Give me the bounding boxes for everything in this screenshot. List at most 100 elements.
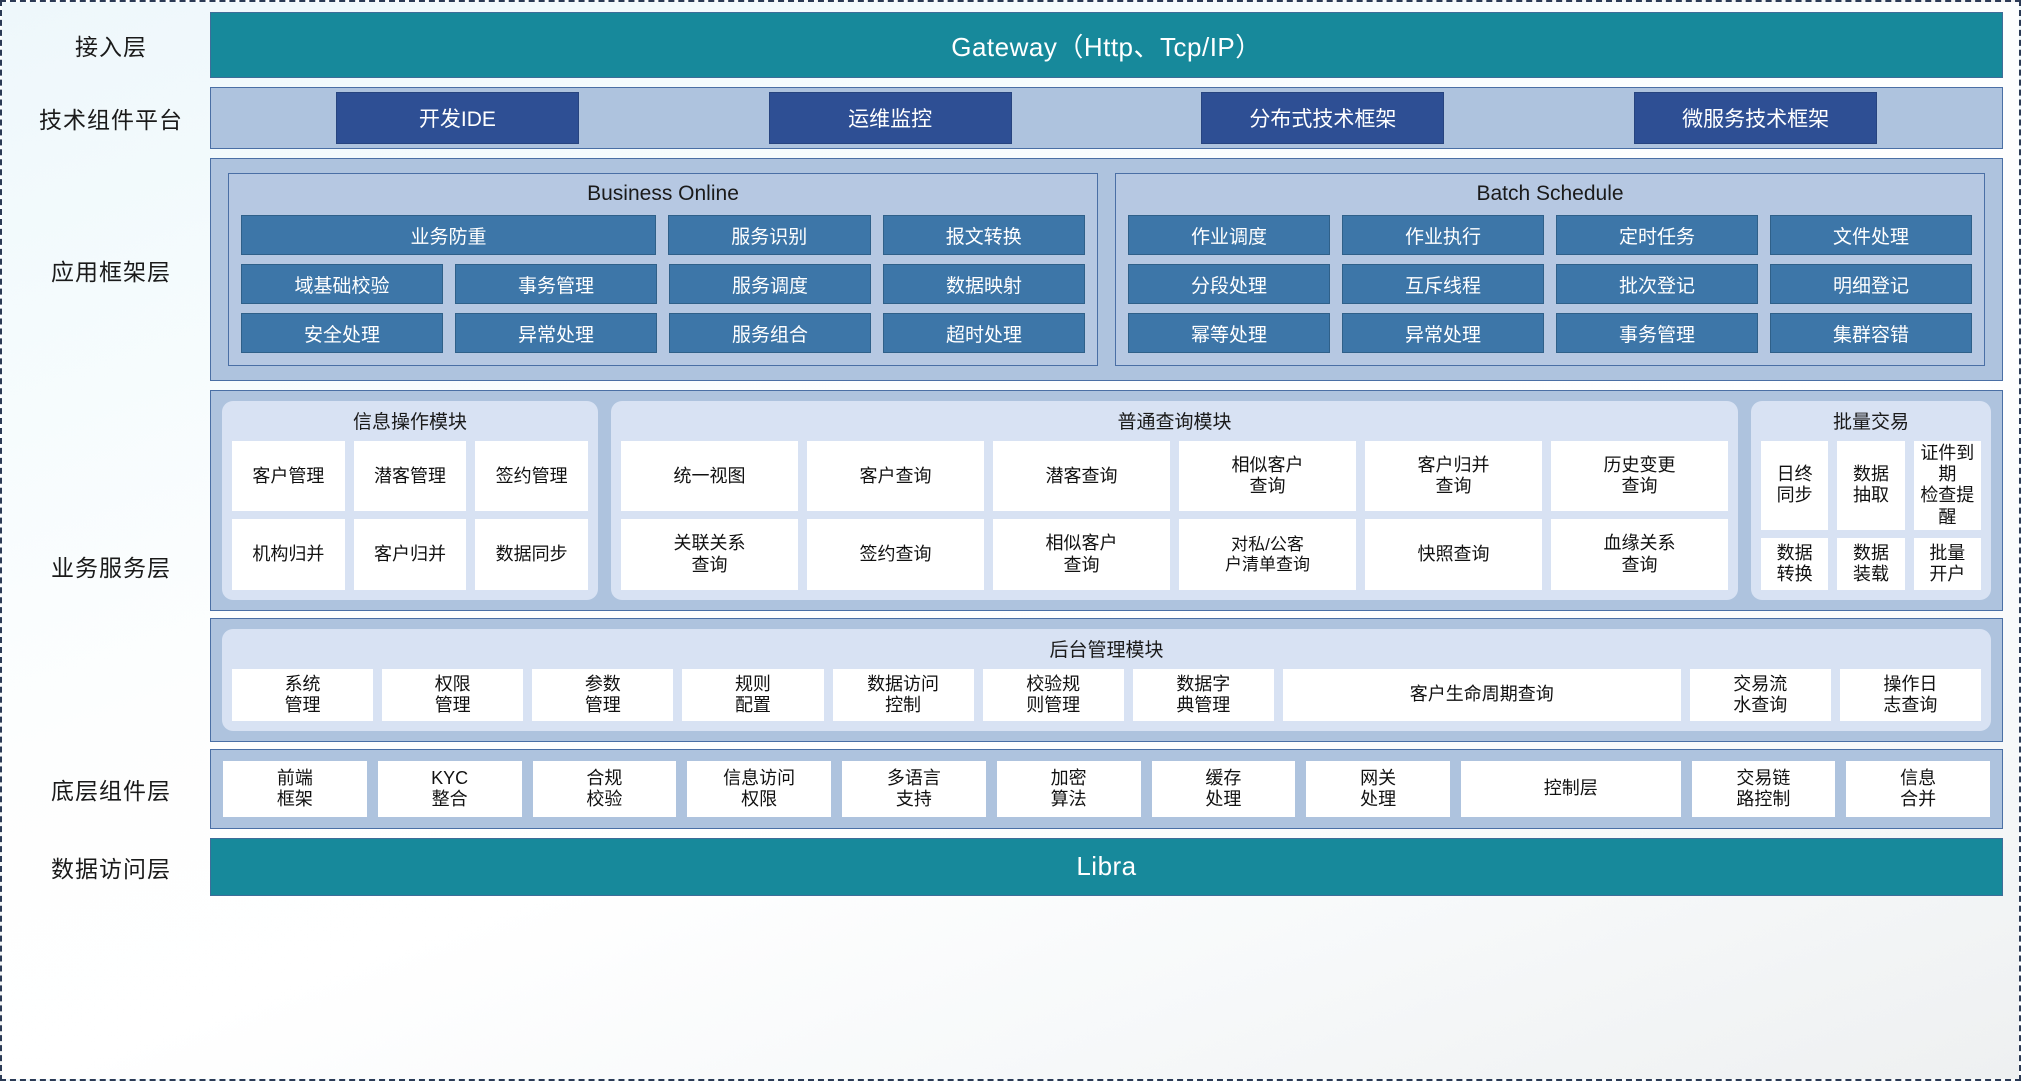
tech-chip-microservice-framework[interactable]: 微服务技术框架 [1634,92,1878,144]
layer-label-tech-platform: 技术组件平台 [39,107,183,133]
module-row: 系统 管理 权限 管理 参数 管理 规则 配置 数据访问 控制 校验规 则管理 … [232,668,1981,721]
layer-label-business-service: 业务服务层 [51,554,171,581]
fw-chip-transaction-mgmt[interactable]: 事务管理 [455,264,657,304]
cell-frontend-framework[interactable]: 前端 框架 [223,760,367,817]
cell-info-merge[interactable]: 信息 合并 [1846,760,1991,817]
cell-customer-merge[interactable]: 客户归并 [353,519,467,590]
cell-contract-query[interactable]: 签约查询 [807,519,984,590]
cell-data-sync[interactable]: 数据同步 [475,519,589,590]
cell-unified-view[interactable]: 统一视图 [621,441,798,512]
layer-label-app-framework: 应用框架层 [51,258,171,285]
cell-similar-customer-query[interactable]: 相似客户 查询 [1179,441,1356,512]
cell-parameter-management[interactable]: 参数 管理 [532,668,674,721]
cell-control-layer[interactable]: 控制层 [1461,760,1681,817]
layer-label-data-access: 数据访问层 [51,855,171,882]
cell-prospect-query[interactable]: 潜客查询 [993,441,1170,512]
cell-eod-sync[interactable]: 日终 同步 [1761,441,1829,530]
fw-chip-detail-registration[interactable]: 明细登记 [1770,264,1972,304]
cell-contract-management[interactable]: 签约管理 [475,441,589,512]
cell-cache-processing[interactable]: 缓存 处理 [1151,760,1296,817]
fw-chip-mutex-thread[interactable]: 互斥线程 [1342,264,1544,304]
module-general-query: 普通查询模块 统一视图 客户查询 潜客查询 相似客户 查询 客户归并 查询 历史… [611,401,1738,600]
cell-permission-management[interactable]: 权限 管理 [382,668,524,721]
cell-data-extract[interactable]: 数据 抽取 [1837,441,1905,530]
module-title-info-operation: 信息操作模块 [352,412,467,433]
cell-relationship-query[interactable]: 关联关系 查询 [621,519,798,590]
module-row: 机构归并 客户归并 数据同步 [232,519,589,590]
fw-chip-security-processing[interactable]: 安全处理 [241,313,443,353]
cell-kyc-integration[interactable]: KYC 整合 [377,760,522,817]
fw-chip-cluster-fault-tolerance[interactable]: 集群容错 [1770,313,1972,353]
layer-data-access: 数据访问层 Libra [12,837,2003,896]
cell-transaction-flow-query[interactable]: 交易流 水查询 [1689,668,1831,721]
libra-banner: Libra [210,837,2003,896]
module-row: 客户管理 潜客管理 签约管理 [232,441,589,512]
cell-gateway-processing[interactable]: 网关 处理 [1306,760,1450,817]
fw-chip-message-transform[interactable]: 报文转换 [882,215,1086,255]
cell-encryption-algorithm[interactable]: 加密 算法 [996,760,1141,817]
module-row: 数据 转换 数据 装载 批量 开户 [1761,537,1981,590]
cell-data-dictionary-management[interactable]: 数据字 典管理 [1132,668,1274,721]
fw-chip-idempotent-processing[interactable]: 幂等处理 [1128,313,1330,353]
fw-chip-file-processing[interactable]: 文件处理 [1770,215,1972,255]
fw-chip-service-identify[interactable]: 服务识别 [668,215,871,255]
cell-rule-configuration[interactable]: 规则 配置 [682,668,824,721]
fw-chip-service-dispatch[interactable]: 服务调度 [669,264,871,304]
framework-row: 业务防重 服务识别 报文转换 [241,215,1086,255]
cell-customer-lifecycle-query[interactable]: 客户生命周期查询 [1282,668,1681,721]
fw-chip-domain-validation[interactable]: 域基础校验 [241,264,443,304]
cell-data-transform[interactable]: 数据 转换 [1761,537,1829,590]
fw-chip-job-scheduling[interactable]: 作业调度 [1128,215,1330,255]
cell-lineage-relationship-query[interactable]: 血缘关系 查询 [1551,519,1728,590]
cell-customer-management[interactable]: 客户管理 [232,441,345,512]
cell-similar-customer-query-2[interactable]: 相似客户 查询 [993,519,1170,590]
cell-customer-merge-query[interactable]: 客户归并 查询 [1365,441,1542,512]
cell-multilanguage-support[interactable]: 多语言 支持 [842,760,986,817]
cell-snapshot-query[interactable]: 快照查询 [1365,519,1542,590]
cell-retail-corporate-list-query[interactable]: 对私/公客 户清单查询 [1179,519,1356,590]
tech-chip-band: 开发IDE 运维监控 分布式技术框架 微服务技术框架 [210,87,2003,149]
tech-chip-dev-ide[interactable]: 开发IDE [335,92,579,144]
fw-chip-exception-handling-batch[interactable]: 异常处理 [1342,313,1544,353]
cell-info-access-permission[interactable]: 信息访问 权限 [687,760,831,817]
cell-batch-account-open[interactable]: 批量 开户 [1913,537,1981,590]
cell-operation-log-query[interactable]: 操作日 志查询 [1839,668,1981,721]
fw-chip-exception-handling[interactable]: 异常处理 [455,313,657,353]
layer-label-access: 接入层 [75,34,147,60]
cell-system-management[interactable]: 系统 管理 [232,668,374,721]
cell-history-change-query[interactable]: 历史变更 查询 [1551,441,1728,512]
layer-business-service: 业务服务层 信息操作模块 客户管理 潜客管理 签约管理 [12,390,2003,742]
gateway-banner: Gateway（Http、Tcp/IP） [210,12,2003,78]
layer-access: 接入层 Gateway（Http、Tcp/IP） [12,12,2003,78]
framework-row: 安全处理 异常处理 服务组合 超时处理 [241,313,1085,353]
framework-row: 幂等处理 异常处理 事务管理 集群容错 [1128,313,1972,353]
layer-app-framework: 应用框架层 Business Online 业务防重 服务识别 报文转换 域基础… [12,158,2003,381]
module-info-operation: 信息操作模块 客户管理 潜客管理 签约管理 机构归并 客户归并 数据同步 [222,401,598,600]
fw-chip-transaction-mgmt-batch[interactable]: 事务管理 [1556,313,1758,353]
fw-chip-batch-registration[interactable]: 批次登记 [1556,264,1758,304]
fw-chip-business-dedup[interactable]: 业务防重 [241,215,657,255]
framework-row: 域基础校验 事务管理 服务调度 数据映射 [241,264,1085,304]
cell-validation-rule-management[interactable]: 校验规 则管理 [982,668,1124,721]
fw-chip-service-composition[interactable]: 服务组合 [669,313,871,353]
cell-org-merge[interactable]: 机构归并 [232,519,345,590]
tech-chip-ops-monitoring[interactable]: 运维监控 [768,92,1012,144]
fw-chip-data-mapping[interactable]: 数据映射 [883,264,1085,304]
panel-title-batch-schedule: Batch Schedule [1476,182,1624,205]
layer-label-bottom-component: 底层组件层 [51,777,171,804]
fw-chip-job-execution[interactable]: 作业执行 [1342,215,1544,255]
cell-id-expiry-reminder[interactable]: 证件到期 检查提醒 [1913,441,1981,530]
module-batch-transaction: 批量交易 日终 同步 数据 抽取 证件到期 检查提醒 数据 转换 数据 装载 批… [1751,401,1991,600]
fw-chip-timeout-handling[interactable]: 超时处理 [883,313,1085,353]
cell-data-access-control[interactable]: 数据访问 控制 [832,668,974,721]
cell-compliance-validation[interactable]: 合规 校验 [532,760,677,817]
cell-data-load[interactable]: 数据 装载 [1837,537,1905,590]
tech-chip-distributed-framework[interactable]: 分布式技术框架 [1201,92,1445,144]
cell-transaction-chain-control[interactable]: 交易链 路控制 [1691,760,1836,817]
cell-customer-query[interactable]: 客户查询 [807,441,984,512]
fw-chip-segment-processing[interactable]: 分段处理 [1128,264,1330,304]
cell-prospect-management[interactable]: 潜客管理 [353,441,467,512]
fw-chip-scheduled-task[interactable]: 定时任务 [1556,215,1758,255]
app-framework-band: Business Online 业务防重 服务识别 报文转换 域基础校验 事务管… [210,158,2003,381]
